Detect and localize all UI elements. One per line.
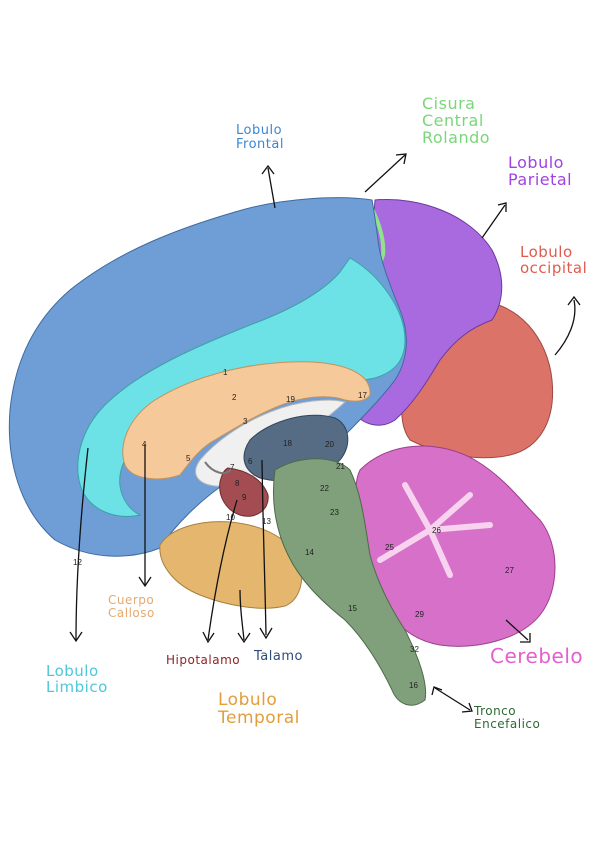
label-cerebelo: Cerebelo	[490, 646, 583, 667]
num-32: 32	[410, 645, 419, 654]
num-12: 12	[73, 558, 82, 567]
num-20: 20	[325, 440, 334, 449]
num-25: 25	[385, 543, 394, 552]
num-9: 9	[242, 493, 247, 502]
label-line: Lobulo	[236, 123, 283, 138]
num-27: 27	[505, 566, 514, 575]
num-3: 3	[243, 417, 248, 426]
num-23: 23	[330, 508, 339, 517]
label-lobulo-occipital: Lobulo occipital	[520, 243, 588, 277]
label-line: Tronco	[474, 704, 517, 718]
label-line: Encefalico	[474, 716, 541, 731]
num-4: 4	[142, 440, 147, 449]
label-lobulo-parietal: Lobulo Parietal	[508, 153, 573, 189]
label-line: Talamo	[254, 649, 303, 664]
label-line: Lobulo	[46, 662, 99, 680]
label-line: Hipotalamo	[166, 653, 241, 667]
septum	[204, 461, 233, 475]
num-7: 7	[230, 463, 235, 472]
label-line: Rolando	[422, 127, 491, 147]
num-5: 5	[186, 454, 191, 463]
num-2: 2	[232, 393, 237, 402]
label-lobulo-limbico: Lobulo Limbico	[46, 662, 108, 696]
arbor-vitae	[377, 482, 493, 578]
label-line: Lobulo	[520, 243, 573, 261]
num-8: 8	[235, 479, 240, 488]
label-line: Cisura	[422, 94, 476, 113]
num-19: 19	[286, 395, 295, 404]
arrows	[69, 153, 581, 713]
num-14: 14	[305, 548, 314, 557]
corpus-callosum	[122, 361, 371, 480]
num-17: 17	[358, 391, 367, 400]
num-13: 13	[262, 517, 271, 526]
temporal-lobe	[159, 521, 303, 609]
num-22: 22	[320, 484, 329, 493]
num-6: 6	[248, 457, 253, 466]
label-line: Calloso	[108, 605, 155, 620]
num-26: 26	[432, 526, 441, 535]
label-line: Frontal	[236, 136, 284, 152]
label-cuerpo-calloso: Cuerpo Calloso	[108, 594, 155, 619]
label-talamo: Talamo	[254, 650, 303, 664]
hypothalamus	[219, 467, 269, 517]
brainstem	[272, 458, 427, 706]
label-lobulo-temporal: Lobulo Temporal	[218, 690, 300, 728]
label-line: Limbico	[46, 677, 108, 696]
label-hipotalamo: Hipotalamo	[166, 654, 240, 667]
num-18: 18	[283, 439, 292, 448]
label-line: Lobulo	[508, 153, 564, 172]
label-line: Lobulo	[218, 690, 278, 710]
label-line: Central	[422, 110, 484, 130]
label-line: Parietal	[508, 169, 573, 189]
num-10: 10	[226, 513, 235, 522]
label-lobulo-frontal: Lobulo Frontal	[236, 124, 284, 151]
num-1: 1	[223, 368, 228, 377]
label-line: Cuerpo	[108, 593, 155, 607]
label-cisura-central: Cisura Central Rolando	[422, 94, 491, 147]
label-line: Cerebelo	[490, 644, 584, 668]
label-line: occipital	[520, 258, 588, 277]
num-21: 21	[336, 462, 345, 471]
label-line: Temporal	[218, 707, 300, 728]
label-tronco-encefalico: Tronco Encefalico	[474, 705, 540, 730]
structure-numbers: 1 2 3 4 5 6 7 8 9 10 12 13 14 15 16 17 1…	[73, 368, 514, 690]
num-16: 16	[409, 681, 418, 690]
num-15: 15	[348, 604, 357, 613]
num-29: 29	[415, 610, 424, 619]
